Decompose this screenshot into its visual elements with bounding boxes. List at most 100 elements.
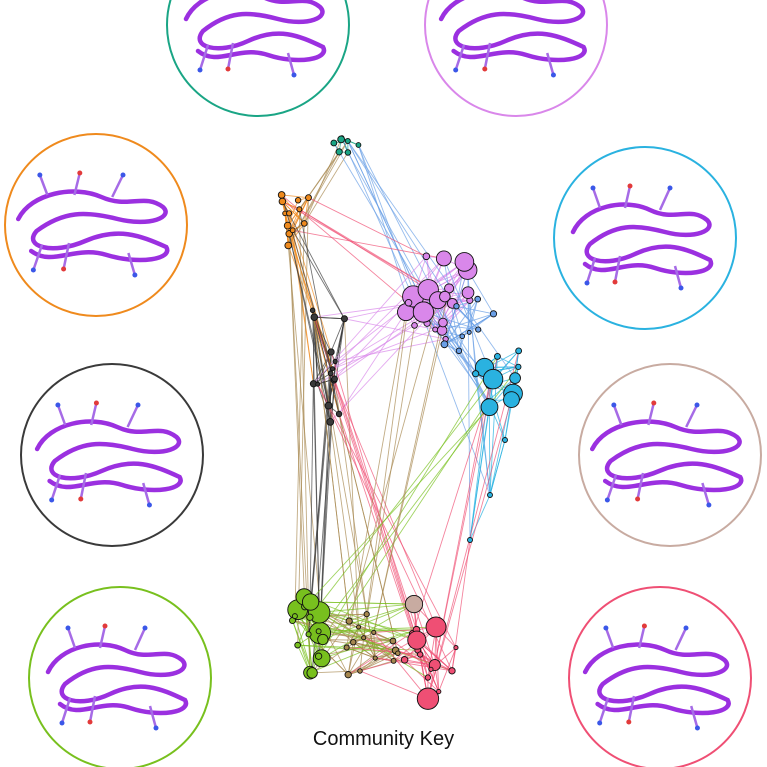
- network-node-cyan: [502, 437, 508, 443]
- side-chain-stick: [226, 42, 235, 70]
- network-node-violet: [439, 290, 451, 303]
- network-node-brown: [344, 671, 352, 679]
- side-chain-atom: [59, 720, 65, 726]
- side-chain-stick: [66, 627, 77, 649]
- side-chain-atom: [635, 496, 641, 502]
- side-chain-stick: [612, 404, 623, 426]
- network-node-black: [340, 315, 348, 323]
- network-node-violet: [438, 317, 448, 328]
- network-node-brown: [389, 637, 397, 645]
- network-node-teal: [344, 149, 352, 156]
- network-edge: [319, 611, 417, 641]
- network-edge: [287, 140, 349, 246]
- network-node-orange: [278, 197, 287, 206]
- network-edge: [427, 393, 514, 699]
- side-chain-atom: [604, 497, 610, 503]
- side-chain-stick: [685, 404, 699, 428]
- community-key-cyan: [553, 146, 737, 330]
- protein-ribbon-glyph: [582, 642, 731, 716]
- network-edge: [363, 302, 410, 638]
- network-node-violet: [432, 326, 439, 333]
- side-chain-stick: [127, 252, 137, 276]
- network-edge: [317, 292, 469, 385]
- network-edge: [288, 233, 310, 635]
- network-node-orange: [294, 197, 302, 204]
- network-edge: [281, 194, 309, 199]
- side-chain-stick: [126, 404, 140, 428]
- network-edge: [373, 288, 450, 633]
- side-chain-atom: [78, 496, 84, 502]
- network-edge: [294, 223, 305, 617]
- side-chain-atom: [120, 172, 126, 178]
- side-chain-stick: [198, 44, 210, 71]
- network-edge: [347, 650, 396, 676]
- network-node-green: [315, 628, 322, 635]
- side-chain-atom: [55, 402, 61, 408]
- network-node-pink: [417, 651, 424, 658]
- network-node-orange: [284, 241, 293, 250]
- side-chain-atom: [146, 502, 152, 508]
- side-chain-atom: [482, 66, 488, 72]
- network-edge: [333, 379, 437, 628]
- side-chain-atom: [65, 625, 71, 631]
- network-node-cyan: [480, 398, 499, 417]
- network-edge: [358, 144, 409, 303]
- side-chain-atom: [611, 402, 617, 408]
- network-edge: [284, 213, 289, 246]
- network-edge: [304, 406, 490, 607]
- network-node-cyan: [509, 372, 521, 384]
- network-node-brown: [357, 668, 363, 674]
- network-node-green: [306, 613, 314, 621]
- network-edge: [329, 421, 360, 628]
- network-edge: [287, 245, 324, 640]
- network-node-green: [305, 631, 312, 638]
- network-edge: [319, 632, 393, 642]
- network-edge: [469, 407, 490, 541]
- network-node-brown: [390, 657, 397, 664]
- network-edge: [451, 303, 463, 337]
- network-edge: [318, 611, 429, 678]
- network-node-brown: [345, 617, 353, 625]
- network-node-violet: [412, 301, 435, 323]
- network-edge: [334, 378, 417, 630]
- side-chain-atom: [667, 185, 673, 191]
- network-edge: [319, 603, 415, 634]
- network-node-orange: [301, 220, 308, 227]
- network-edge: [456, 298, 478, 307]
- network-node-violet: [435, 250, 452, 267]
- network-edge: [282, 201, 345, 319]
- network-edge: [489, 439, 506, 496]
- network-edge: [292, 230, 345, 319]
- network-edge: [321, 629, 417, 659]
- side-chain-atom: [651, 400, 657, 406]
- side-chain-stick: [647, 402, 656, 426]
- community-key-ring: [424, 0, 608, 117]
- network-edge: [427, 350, 520, 699]
- side-chain-stick: [673, 265, 683, 289]
- network-edge: [412, 378, 494, 634]
- network-node-blue: [466, 329, 472, 335]
- network-nodes: [277, 135, 523, 710]
- side-chain-atom: [132, 272, 138, 278]
- side-chain-stick: [637, 625, 646, 649]
- network-node-cyan: [515, 363, 522, 370]
- side-chain-stick: [636, 472, 645, 500]
- side-chain-atom: [135, 402, 141, 408]
- side-chain-atom: [93, 400, 99, 406]
- community-key-ring: [166, 0, 350, 117]
- side-chain-stick: [56, 404, 67, 426]
- side-chain-stick: [148, 705, 158, 729]
- network-edge: [338, 311, 407, 415]
- side-chain-stick: [32, 244, 44, 271]
- side-chain-stick: [98, 625, 107, 649]
- network-edge: [332, 258, 445, 370]
- side-chain-stick: [60, 697, 72, 724]
- network-node-blue: [440, 340, 449, 349]
- side-chain-stick: [38, 174, 49, 196]
- network-node-brown: [361, 635, 367, 641]
- community-key-ring: [578, 363, 762, 547]
- network-edge: [309, 629, 417, 674]
- network-node-teal: [337, 135, 345, 144]
- network-node-orange: [286, 210, 293, 217]
- side-chain-stick: [701, 482, 711, 506]
